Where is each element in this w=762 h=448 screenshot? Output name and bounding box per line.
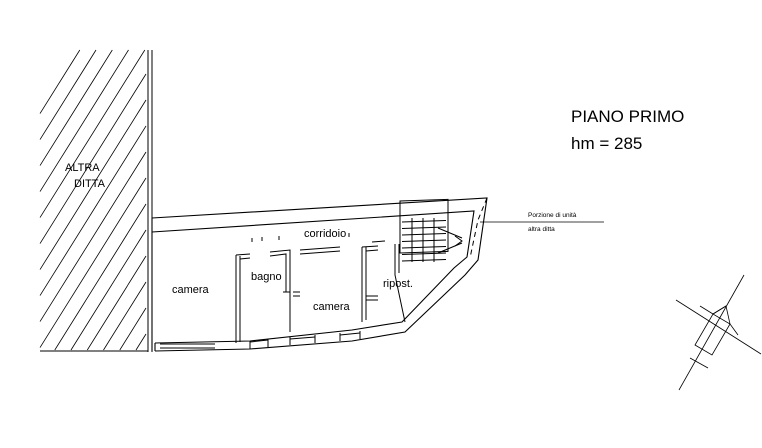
stair-tread: [401, 239, 447, 242]
hatch-line: [70, 229, 147, 351]
annotation-line2: altra ditta: [528, 226, 555, 233]
neighbour-label-line1: ALTRA: [65, 162, 100, 174]
neighbour-label-line2: DITTA: [74, 178, 106, 190]
hatch-line: [103, 281, 147, 351]
hatch-line: [54, 203, 147, 351]
room-label-ripost: ripost.: [383, 278, 413, 290]
north-arrow-icon: [675, 274, 762, 391]
room-label-bagno: bagno: [251, 271, 282, 283]
hatch-line: [39, 151, 147, 322]
hatch-line: [119, 307, 147, 351]
room-label-camera-center: camera: [313, 301, 351, 313]
lower-wall-openings: [160, 331, 361, 349]
hatch-line: [39, 73, 147, 244]
hatch-line: [39, 49, 81, 114]
hatch-line: [39, 49, 146, 218]
interior-partitions: [235, 233, 406, 343]
room-label-camera-left: camera: [172, 284, 210, 296]
hatch-line: [86, 255, 147, 351]
hatch-line: [39, 49, 129, 192]
hatch-line: [39, 99, 147, 270]
portion-boundary: [469, 197, 488, 259]
stair-tread: [401, 220, 447, 223]
hatch-line: [39, 49, 113, 166]
room-label-corridoio: corridoio: [304, 228, 346, 240]
stair-tread: [401, 259, 447, 262]
floor-title: PIANO PRIMO: [571, 107, 684, 126]
height-note: hm = 285: [571, 134, 642, 153]
stair-tread: [401, 233, 447, 236]
outer-walls: [151, 197, 488, 352]
annotation-line1: Porzione di unità: [528, 212, 577, 219]
hatch-line: [135, 333, 147, 351]
hatch-line: [39, 49, 97, 140]
hatch-line: [39, 177, 147, 348]
stair-tread: [401, 246, 447, 249]
staircase-icon: [399, 198, 463, 262]
neighbour-hatch: [39, 49, 147, 351]
stair-tread: [401, 226, 447, 229]
hatch-line: [39, 125, 147, 296]
neighbour-boundary-wall: [40, 50, 153, 352]
